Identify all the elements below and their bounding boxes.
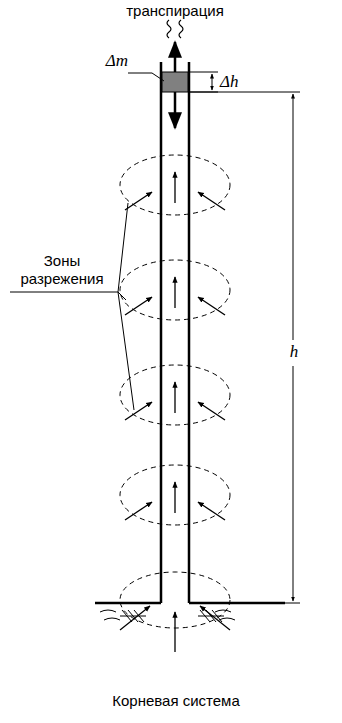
root-system-label: Корневая система bbox=[46, 692, 306, 710]
height-step-label: Δh bbox=[220, 73, 260, 91]
height-label: h bbox=[286, 343, 302, 361]
zones-label: Зоны разрежения bbox=[4, 252, 120, 288]
transpiration-label: транспирация bbox=[105, 2, 245, 20]
mass-label: Δm bbox=[100, 52, 128, 70]
